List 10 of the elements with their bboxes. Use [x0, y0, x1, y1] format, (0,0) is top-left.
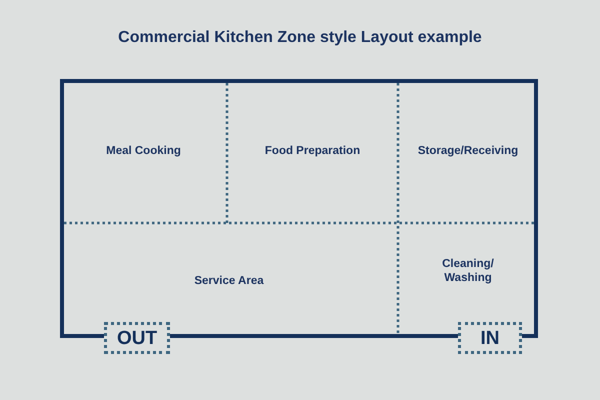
- zone-label: Storage/Receiving: [418, 144, 518, 158]
- zone-label: Service Area: [194, 274, 264, 288]
- door-label: IN: [480, 328, 500, 348]
- door-box: [104, 322, 170, 354]
- door-label: OUT: [116, 328, 158, 348]
- zone-label: Cleaning/ Washing: [441, 257, 495, 285]
- zone-label: Meal Cooking: [106, 144, 181, 158]
- door-box: [458, 322, 522, 354]
- diagram-title: Commercial Kitchen Zone style Layout example: [118, 28, 482, 48]
- zone-label: Food Preparation: [264, 144, 360, 158]
